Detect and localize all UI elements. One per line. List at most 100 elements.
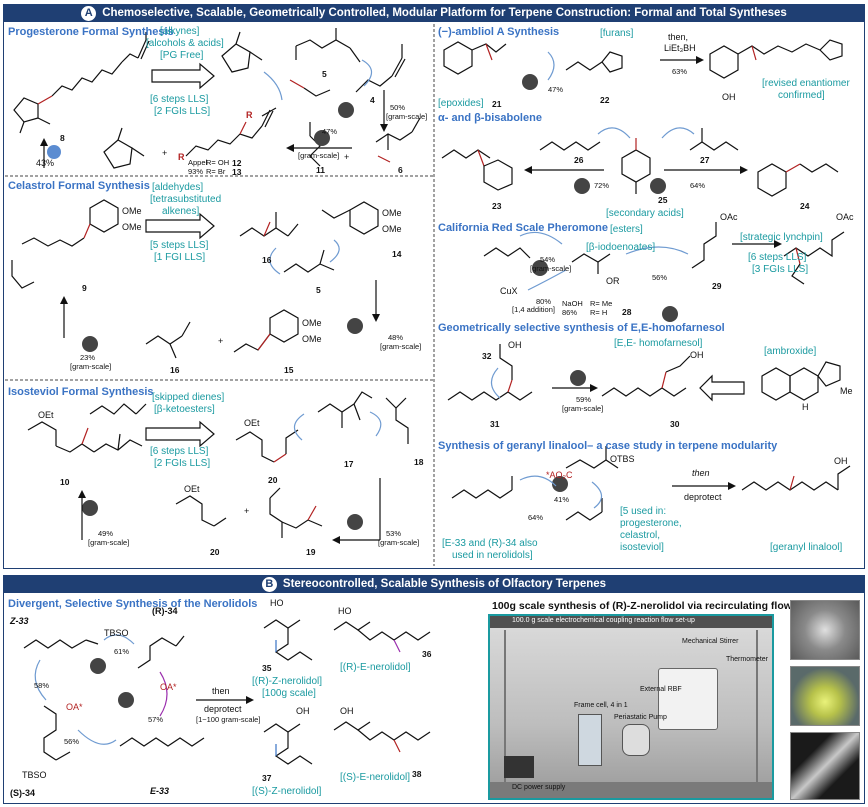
- flask-photo-1: [790, 600, 860, 660]
- progesterone-cond-1: [alkynes]: [160, 26, 200, 37]
- name-35: [(R)-Z-nerolidol]: [252, 676, 323, 687]
- nerolidol-yield-56: 56%: [64, 737, 80, 746]
- structure-31: [447, 379, 533, 401]
- pheromone-title: California Red Scale Pheromone: [438, 222, 608, 234]
- pheromone-or: OR: [606, 276, 620, 286]
- structure-20b: [175, 495, 227, 527]
- linalool-deprotect: deprotect: [684, 492, 722, 502]
- yield-49: 49%: [98, 529, 114, 538]
- cmpd-label-15: 15: [284, 365, 294, 375]
- structure-cyclopentenone-bottom: [103, 127, 145, 169]
- flow-photo-caption: 100.0 g scale electrochemical coupling r…: [512, 617, 695, 624]
- cmpd-label-26: 26: [574, 155, 584, 165]
- celastrol-cond-1: [aldehydes]: [152, 182, 204, 193]
- isosteviol-cond-2: [β-ketoesters]: [154, 404, 215, 415]
- homofarnesol-title: Geometrically selective synthesis of E,E…: [438, 322, 725, 334]
- yield-50: 50%: [390, 103, 406, 112]
- structure-r34: [565, 446, 619, 469]
- plus-4: +: [244, 506, 250, 516]
- nerolidol-deprotect: deprotect: [204, 704, 242, 714]
- nerolidol-oh-37: OH: [296, 706, 310, 716]
- nerolidol-yield-57: 57%: [148, 715, 164, 724]
- label-r34: (R)-34: [152, 606, 178, 616]
- panel-a-title: Chemoselective, Scalable, Geometrically …: [102, 7, 787, 19]
- pheromone-oac-1: OAc: [720, 212, 738, 222]
- ome-4: OMe: [382, 224, 402, 234]
- panel-b-letter: B: [261, 576, 277, 592]
- ambliol-arrows: [547, 51, 704, 81]
- structure-5-link: [565, 498, 603, 521]
- structure-s34: [43, 705, 71, 761]
- plus-2: +: [344, 152, 350, 162]
- structure-5-mid: [283, 249, 335, 273]
- structure-8: [13, 32, 150, 134]
- ambliol-yield-47: 47%: [548, 85, 564, 94]
- structure-15: [233, 309, 299, 353]
- cmpd-label-24: 24: [800, 201, 810, 211]
- structure-25: [621, 138, 651, 194]
- cmpd-label-35: 35: [262, 663, 272, 673]
- cmpd-label-27: 27: [700, 155, 710, 165]
- linalool-oh: OH: [834, 456, 848, 466]
- structure-6: [375, 117, 421, 163]
- ome-1: OMe: [122, 206, 142, 216]
- structure-18: [385, 397, 409, 444]
- pheromone-yield-80: 80%: [536, 297, 552, 306]
- electro-icons-a: [47, 74, 678, 530]
- cmpd-label-13: 13: [232, 167, 242, 177]
- linalool-use-1: [5 used in:: [620, 506, 667, 517]
- pheromone-r-me: R= Me: [590, 299, 613, 308]
- linalool-yield-41: 41%: [554, 495, 570, 504]
- cmpd-label-6: 6: [398, 165, 403, 175]
- scale-23: [gram-scale]: [70, 362, 112, 371]
- progesterone-title: Progesterone Formal Synthesis: [8, 26, 174, 38]
- cmpd-label-29: 29: [712, 281, 722, 291]
- structure-38: [333, 721, 431, 753]
- cmpd-label-9: 9: [82, 283, 87, 293]
- name-36: [(R)-E-nerolidol]: [340, 662, 411, 673]
- linalool-use-2: progesterone,: [620, 518, 682, 529]
- nerolidol-oh-38: OH: [340, 706, 354, 716]
- ambliol-reagent-2: LiEt₃BH: [664, 43, 696, 53]
- structure-20: [235, 429, 299, 463]
- structure-27: [689, 128, 739, 151]
- cmpd-label-21: 21: [492, 99, 502, 109]
- nerolidol-yield-58: 58%: [34, 681, 50, 690]
- panel-b-title: Stereocontrolled, Scalable Synthesis of …: [282, 578, 607, 590]
- cmpd-label-8: 8: [60, 133, 65, 143]
- appel: Appel: [188, 158, 208, 167]
- pheromone-naoh: NaOH: [562, 299, 583, 308]
- cmpd-label-22: 22: [600, 95, 610, 105]
- ome-5: OMe: [302, 318, 322, 328]
- r-br: R= Br: [206, 167, 226, 176]
- isosteviol-arrows: [78, 411, 382, 544]
- nerolidol-ho-36: HO: [338, 606, 352, 616]
- panel-a-letter: A: [81, 5, 97, 21]
- cmpd-label-36: 36: [422, 649, 432, 659]
- scale-53: [gram-scale]: [378, 538, 420, 547]
- structure-ambroxide: [761, 361, 841, 401]
- structure-pheromone-acid: [483, 247, 531, 259]
- linalool-product: [geranyl linalool]: [770, 542, 843, 553]
- scale-50: [gram-scale]: [386, 112, 428, 121]
- name-38: [(S)-E-nerolidol]: [340, 772, 411, 783]
- cmpd-label-18: 18: [414, 457, 424, 467]
- structure-35: [263, 619, 313, 661]
- yield-23: 23%: [80, 353, 96, 362]
- cmpd-label-32: 32: [482, 351, 492, 361]
- linalool-arrows: [519, 475, 736, 509]
- plus-3: +: [218, 336, 224, 346]
- label-s34: (S)-34: [10, 788, 36, 798]
- homofarnesol-oh-1: OH: [508, 340, 522, 350]
- structure-z33: [23, 639, 99, 649]
- label-oa-1: OA*: [160, 682, 177, 692]
- label-tbso-1: TBSO: [104, 628, 129, 638]
- progesterone-cond-4: [6 steps LLS]: [150, 94, 209, 105]
- ambliol-yield-63: 63%: [672, 67, 688, 76]
- cmpd-label-10: 10: [60, 477, 70, 487]
- cmpd-label-20b: 20: [210, 547, 220, 557]
- pheromone-scale-54: [gram-scale]: [530, 264, 572, 273]
- ambliol-revised: [revised enantiomer: [762, 78, 850, 89]
